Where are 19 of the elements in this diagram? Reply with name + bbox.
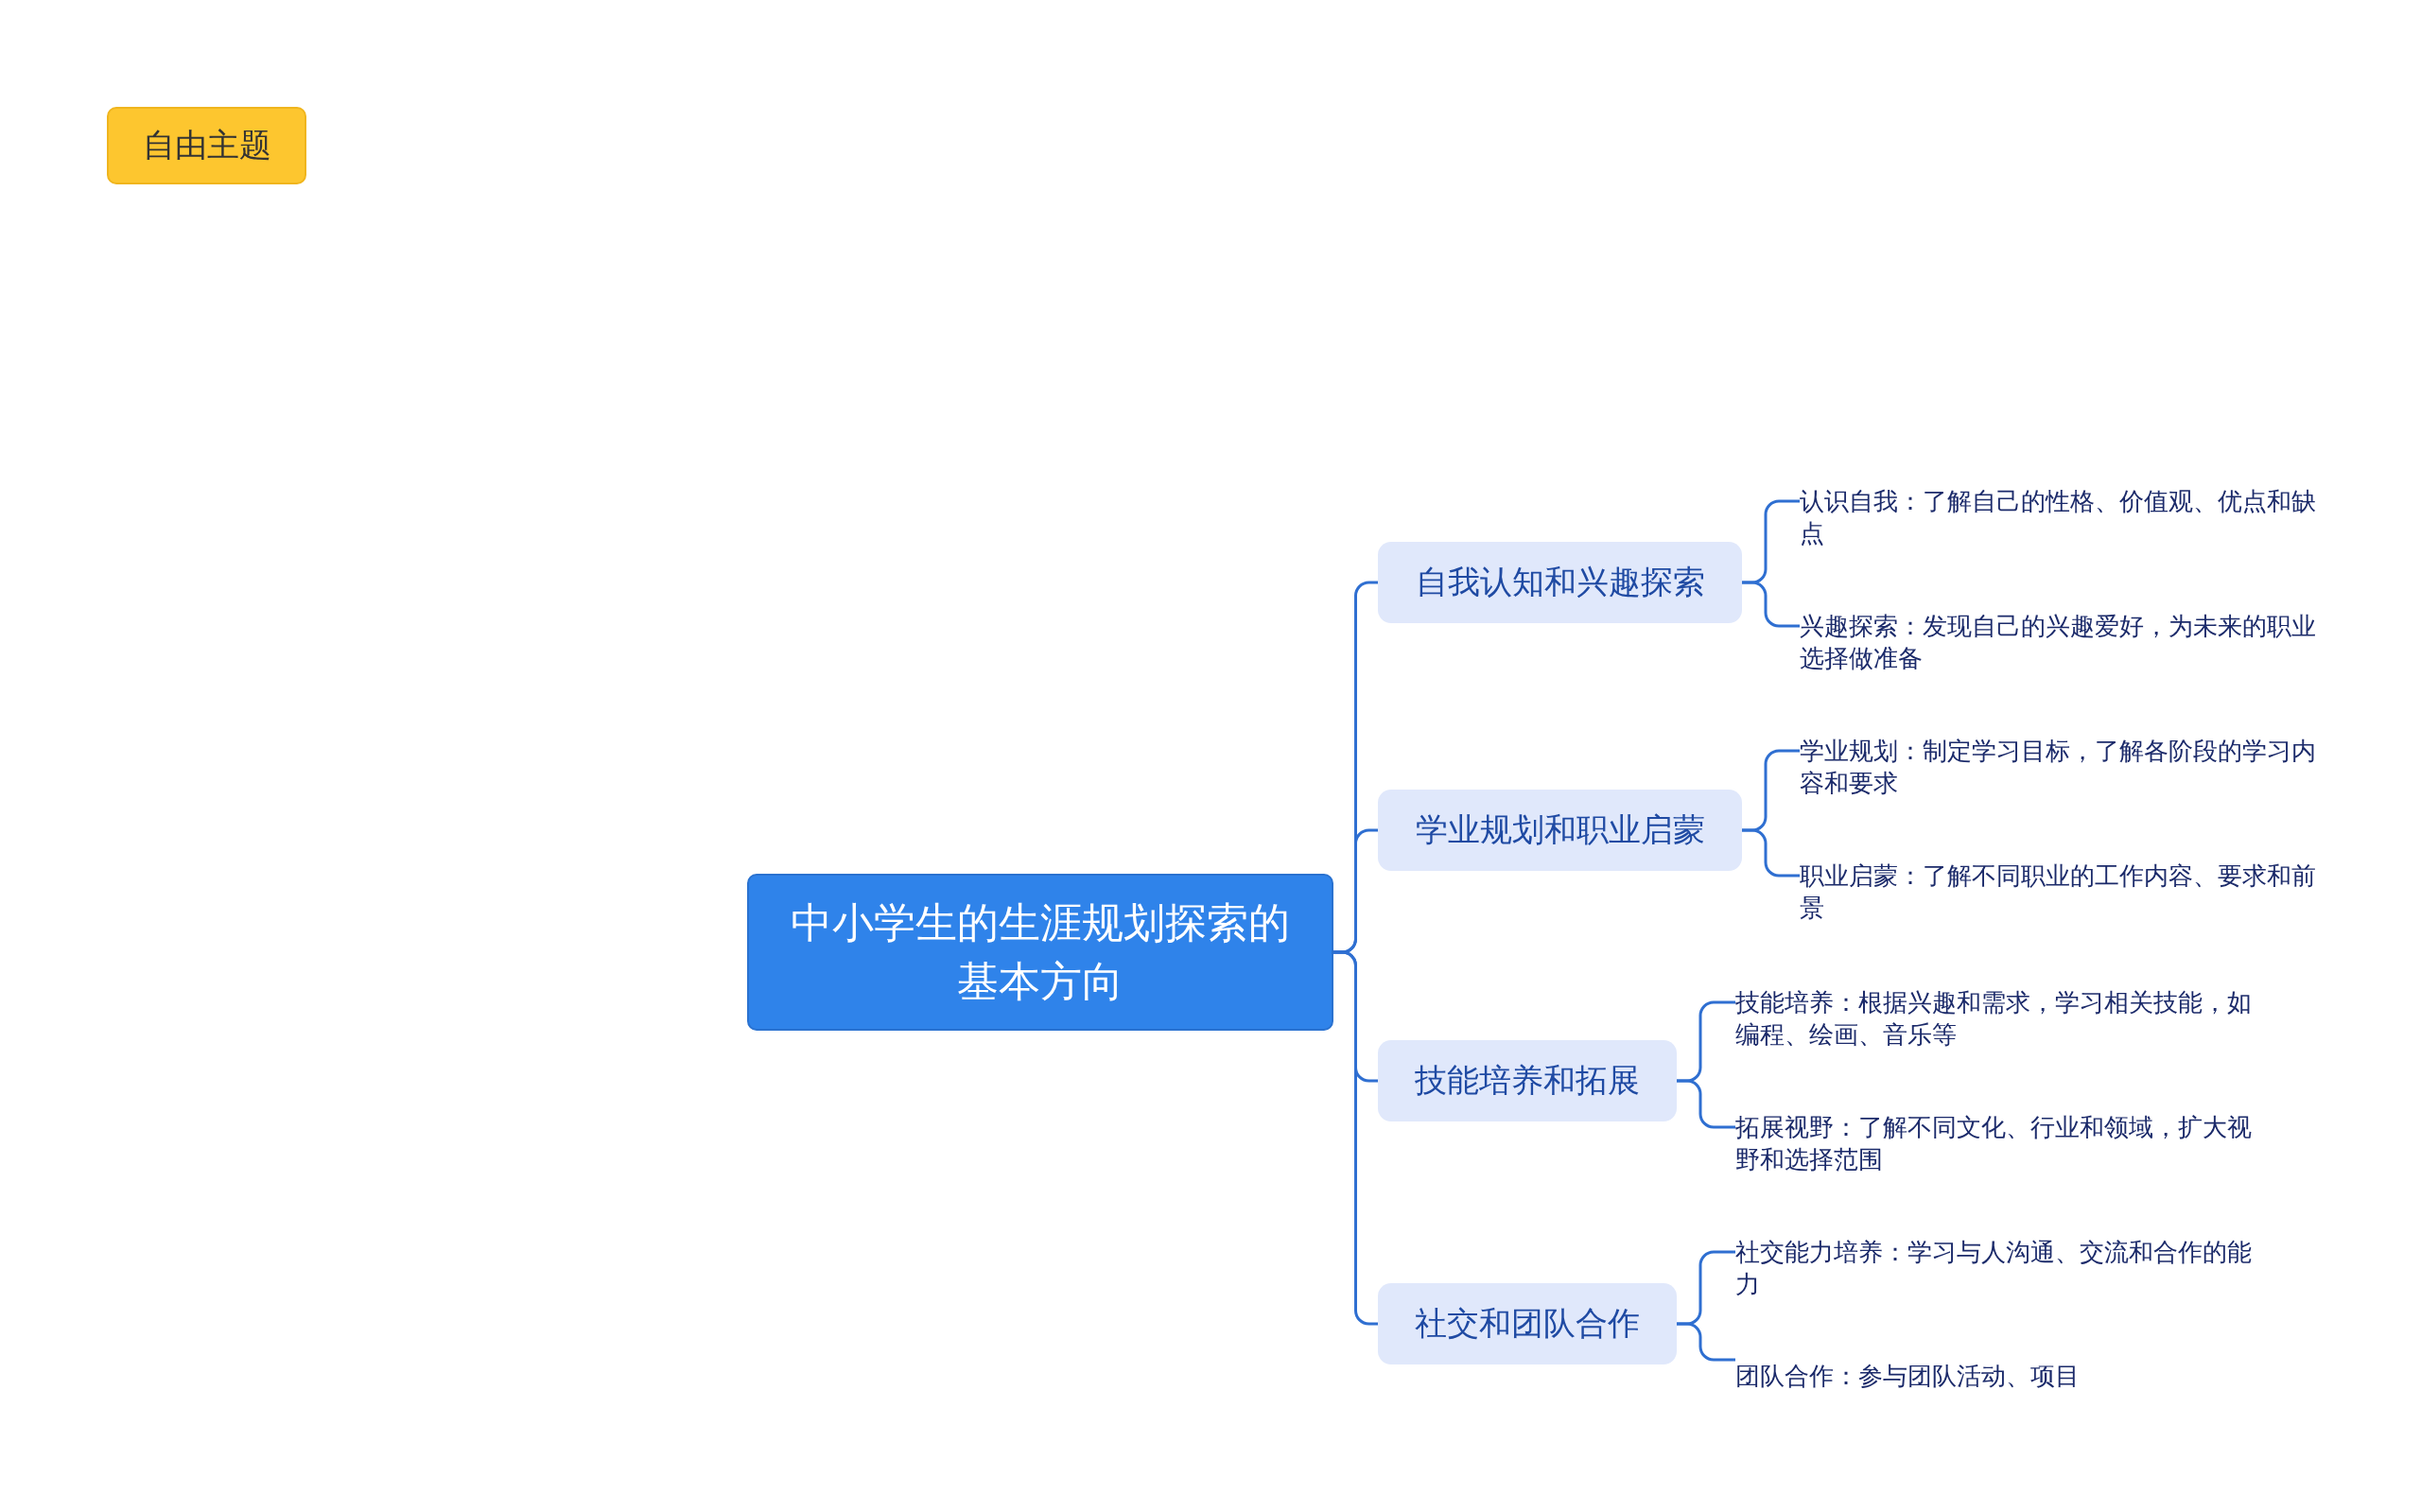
- connector-line: [1677, 1079, 1735, 1129]
- subtopic-text: 拓展视野：了解不同文化、行业和领域，扩大视野和选择范围: [1735, 1112, 2253, 1175]
- subtopic-text: 认识自我：了解自己的性格、价值观、优点和缺点: [1800, 486, 2317, 549]
- branch-topic-box: 学业规划和职业启蒙: [1378, 790, 1742, 871]
- subtopic-text: 社交能力培养：学习与人沟通、交流和合作的能力: [1735, 1237, 2253, 1300]
- connector-line: [1742, 581, 1800, 628]
- connector-line: [1742, 828, 1800, 878]
- connector-line: [1333, 950, 1378, 1326]
- subtopic-text: 团队合作：参与团队活动、项目: [1735, 1361, 2080, 1393]
- subtopic-text: 技能培养：根据兴趣和需求，学习相关技能，如编程、绘画、音乐等: [1735, 987, 2253, 1051]
- subtopic-text: 兴趣探索：发现自己的兴趣爱好，为未来的职业选择做准备: [1800, 611, 2317, 674]
- subtopic-text: 职业启蒙：了解不同职业的工作内容、要求和前景: [1800, 860, 2317, 924]
- topic-tag: 自由主题: [107, 107, 306, 184]
- branch-topic-box: 社交和团队合作: [1378, 1283, 1677, 1364]
- connector-line: [1677, 1322, 1735, 1362]
- branch-topic-box: 技能培养和拓展: [1378, 1040, 1677, 1121]
- subtopic-text: 学业规划：制定学习目标，了解各阶段的学习内容和要求: [1800, 736, 2317, 799]
- root-topic-box: 中小学生的生涯规划探索的基本方向: [747, 874, 1333, 1031]
- branch-topic-box: 自我认知和兴趣探索: [1378, 542, 1742, 623]
